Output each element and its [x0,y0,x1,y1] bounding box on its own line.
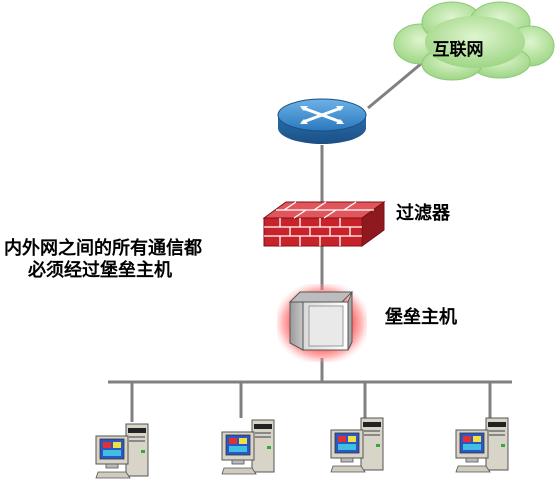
router-icon [277,98,367,144]
workstation-pc-2-icon [221,419,275,475]
note-line-2: 必须经过堡垒主机 [27,259,172,281]
bastion-host-icon [277,284,367,362]
filter-label: 过滤器 [396,202,451,224]
workstation-pc-4-icon [455,417,509,473]
internet-label: 互联网 [433,40,484,60]
bastion-label: 堡垒主机 [384,306,457,328]
workstation-pc-3-icon [330,417,384,473]
connection-lines [108,56,512,422]
note-line-1: 内外网之间的所有通信都 [4,237,202,259]
filter-firewall-icon [262,201,386,247]
line-internet-router [367,56,429,110]
workstation-pc-1-icon [95,423,149,479]
internet-cloud-icon: 互联网 [393,1,555,81]
